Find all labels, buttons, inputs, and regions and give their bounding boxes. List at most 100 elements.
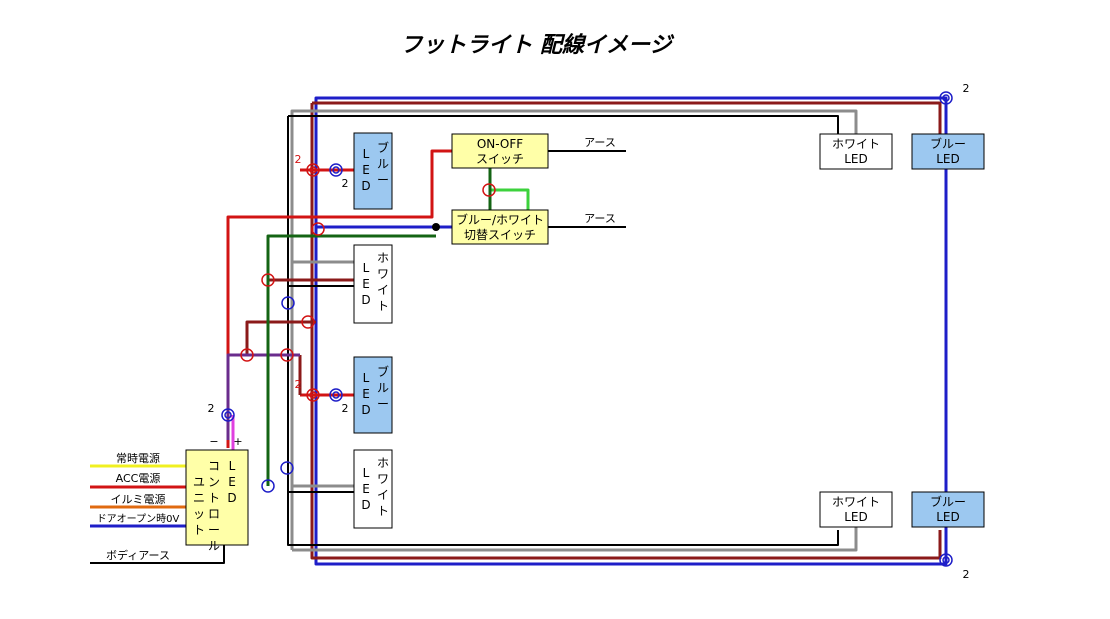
darkred-loop-wire: [310, 101, 942, 560]
connector: [309, 166, 317, 174]
blue-led-char: ブ: [377, 364, 389, 379]
blue-led-horizontal-top: ブルー LED: [911, 133, 985, 170]
white-led-char: ホ: [377, 251, 389, 265]
connector: [942, 556, 950, 564]
white-led-char: ト: [377, 504, 389, 518]
blue-led-char: D: [361, 179, 370, 193]
connector: [329, 163, 343, 177]
diagram-title: フットライト 配線イメージ: [400, 32, 674, 58]
blue-led-horizontal-bottom: ブルー LED: [911, 491, 985, 528]
controller-char: ユ: [193, 475, 205, 489]
white-led-line2: LED: [844, 152, 868, 166]
connector: [306, 388, 320, 402]
connector: [240, 348, 254, 362]
selector-switch-line1: ブルー/ホワイト: [456, 212, 544, 227]
controller-char: E: [228, 475, 236, 489]
gray-loop-wire: [290, 109, 858, 552]
controller-char: D: [227, 491, 236, 505]
count-mark: 2: [208, 402, 215, 415]
input-acc-label: ACC電源: [116, 471, 161, 485]
input-illumi-label: イルミ電源: [111, 492, 166, 506]
connector: [261, 479, 275, 493]
connector: [309, 391, 317, 399]
count-mark: 2: [342, 177, 349, 190]
blue-led-char: E: [362, 163, 370, 177]
blue-led-char: E: [362, 387, 370, 401]
white-led-line1: ホワイト: [832, 495, 880, 509]
blue-led-char: L: [363, 147, 370, 161]
input-body-earth-label: ボディアース: [106, 548, 170, 562]
earth-label-2: アース: [584, 212, 616, 225]
white-led-char: D: [361, 498, 370, 512]
connector: [942, 94, 950, 102]
connector: [280, 461, 294, 475]
controller-char: ト: [208, 491, 220, 505]
count-mark: 2: [963, 568, 970, 581]
switch-link-green: [490, 188, 530, 210]
blue-led-vertical-2: ブ ル ー L E D: [353, 356, 393, 434]
connector: [280, 348, 294, 362]
blue-led-char: ー: [377, 397, 389, 411]
controller-char: ー: [208, 523, 220, 537]
controller-plus: +: [233, 435, 242, 448]
connector: [306, 163, 320, 177]
controller-char: ニ: [193, 491, 205, 505]
connector: [332, 166, 340, 174]
selector-switch-line2: 切替スイッチ: [464, 228, 536, 242]
connector: [482, 183, 496, 197]
connector: [281, 296, 295, 310]
white-led-vertical-1: ホ ワ イ ト L E D: [353, 244, 393, 324]
junction-dot: [432, 223, 440, 231]
white-led-line2: LED: [844, 510, 868, 524]
blue-led-line1: ブルー: [930, 136, 966, 151]
white-led-char: L: [363, 261, 370, 275]
blue-led-char: D: [361, 403, 370, 417]
blue-led-line2: LED: [936, 152, 960, 166]
blue-led-line2: LED: [936, 510, 960, 524]
white-led-char: E: [362, 277, 370, 291]
black-loop-wire: [287, 115, 839, 546]
connector: [332, 391, 340, 399]
count-mark: 2: [295, 153, 302, 166]
white-led-char: ワ: [377, 472, 389, 486]
controller-minus: −: [209, 435, 218, 448]
onoff-switch: ON-OFF スイッチ: [451, 133, 549, 169]
white-led-char: ト: [377, 299, 389, 313]
controller-char: コ: [208, 459, 220, 473]
blue-led-char: ー: [377, 173, 389, 187]
input-door-label: ドアオープン時0V: [97, 513, 180, 525]
connector: [329, 388, 343, 402]
controller-char: ロ: [208, 507, 220, 521]
connector: [939, 91, 953, 105]
onoff-switch-line1: ON-OFF: [477, 137, 523, 151]
onoff-switch-line2: スイッチ: [476, 152, 524, 166]
connector: [261, 273, 275, 287]
input-constant-label: 常時電源: [116, 451, 160, 465]
blue-led-char: ル: [377, 381, 389, 395]
white-led-char: イ: [377, 283, 389, 297]
selector-switch: ブルー/ホワイト 切替スイッチ: [451, 209, 549, 245]
blue-led-line1: ブルー: [930, 494, 966, 509]
connector: [311, 222, 325, 236]
white-led-char: ホ: [377, 456, 389, 470]
white-led-vertical-2: ホ ワ イ ト L E D: [353, 449, 393, 529]
connector: [221, 408, 235, 422]
blue-led-char: L: [363, 371, 370, 385]
connector: [301, 315, 315, 329]
white-led-char: イ: [377, 488, 389, 502]
count-mark: 2: [342, 402, 349, 415]
green-wire: [266, 234, 436, 486]
connector: [224, 411, 232, 419]
red-acc-wire-up: [226, 149, 452, 448]
white-led-char: L: [363, 466, 370, 480]
white-led-char: E: [362, 482, 370, 496]
white-led-horizontal-bottom: ホワイト LED: [819, 491, 893, 528]
earth-label-1: アース: [584, 136, 616, 149]
connector: [939, 553, 953, 567]
controller-char: L: [229, 459, 236, 473]
controller-char: ル: [208, 539, 220, 553]
count-mark: 2: [295, 378, 302, 391]
controller-char: ト: [193, 523, 205, 537]
controller-char: ッ: [193, 507, 205, 521]
white-led-char: ワ: [377, 267, 389, 281]
